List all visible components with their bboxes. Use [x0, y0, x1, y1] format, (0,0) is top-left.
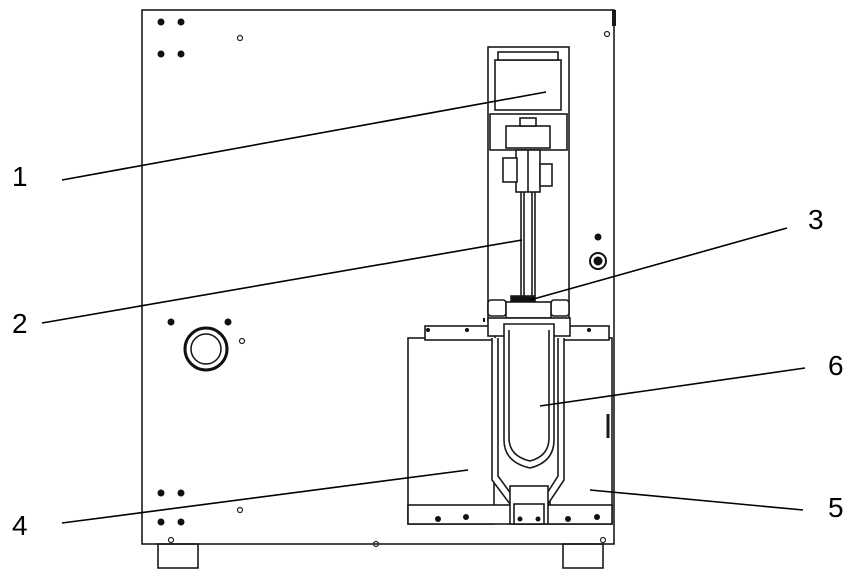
- callout-2: 2: [12, 308, 28, 339]
- leader-3: [529, 227, 788, 301]
- leader-2: [41, 239, 523, 324]
- leader-6: [539, 367, 806, 407]
- leader-lines: [41, 91, 806, 524]
- callout-3: 3: [808, 204, 824, 235]
- foot-right: [562, 543, 604, 569]
- motor-block: [494, 59, 562, 111]
- round-port: [183, 326, 229, 372]
- callout-6: 6: [828, 350, 844, 381]
- callout-1: 1: [12, 161, 28, 192]
- callout-5: 5: [828, 492, 844, 523]
- leader-1: [61, 91, 547, 181]
- callout-4: 4: [12, 510, 28, 541]
- side-knob: [589, 233, 607, 270]
- left-module: [407, 337, 495, 525]
- leader-5: [589, 489, 804, 511]
- mounting-holes: [157, 18, 232, 526]
- foot-left: [157, 543, 199, 569]
- leader-4: [61, 469, 469, 524]
